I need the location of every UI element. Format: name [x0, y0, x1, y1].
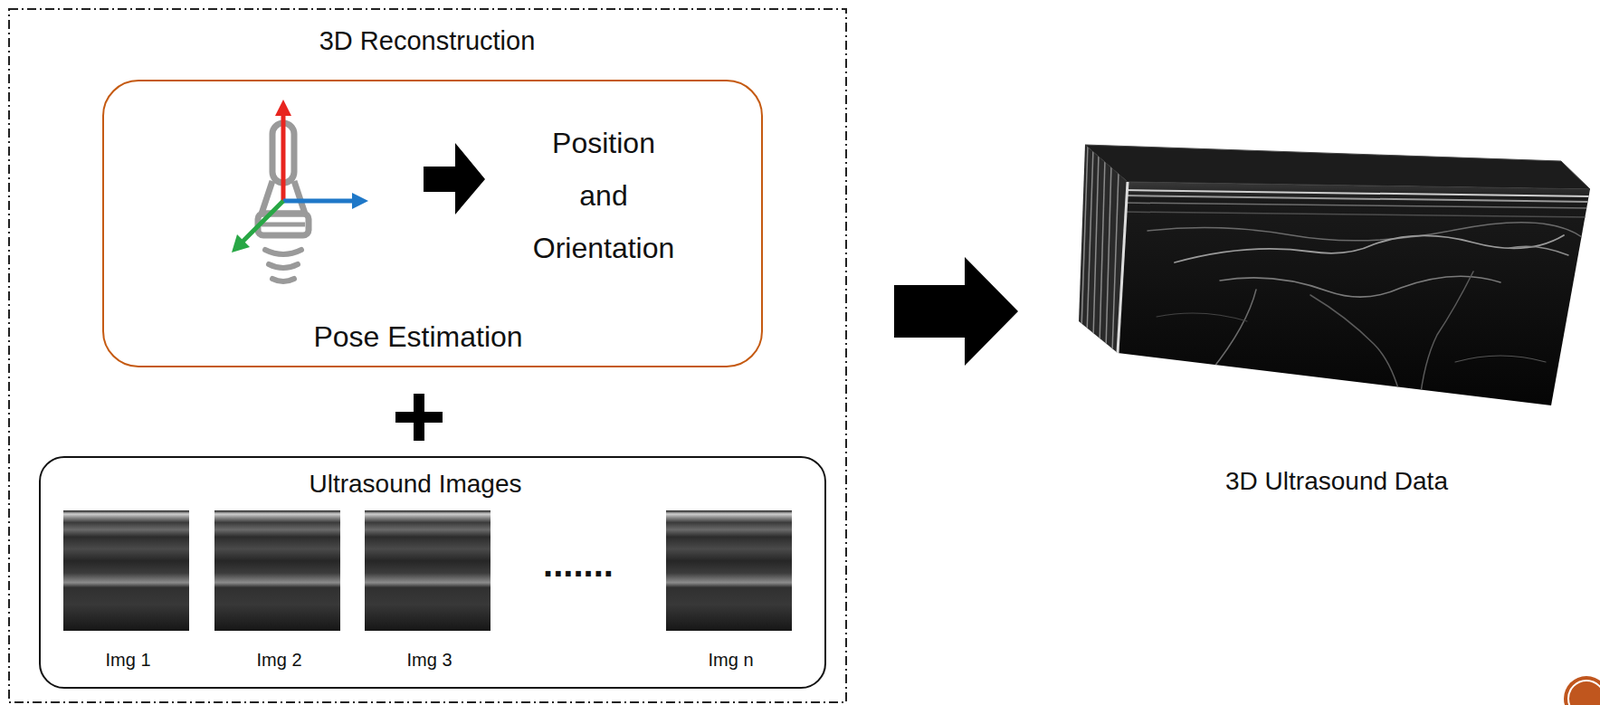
- output-caption: 3D Ultrasound Data: [1155, 466, 1518, 497]
- page-marker: [1563, 676, 1600, 705]
- volume-output: 3D Ultrasound Data: [1075, 135, 1596, 507]
- group-title: 3D Reconstruction: [200, 25, 654, 57]
- dashed-frame: [8, 8, 848, 704]
- image-frame: Img 3: [366, 512, 493, 674]
- image-caption: Img 3: [366, 648, 493, 671]
- ellipsis-label: .......: [505, 545, 651, 582]
- ultrasound-volume: [1078, 144, 1591, 408]
- image-caption: Img 2: [216, 648, 343, 671]
- block-arrow: [894, 257, 1019, 366]
- group-title: Ultrasound Images: [234, 468, 597, 500]
- image-caption: Img n: [667, 648, 794, 671]
- frame-outline: [9, 9, 847, 703]
- probe-icon: [231, 99, 486, 282]
- image-frame: Img n: [667, 512, 794, 674]
- group-frame: 3D ReconstructionPosition and Orientatio…: [8, 8, 848, 704]
- process-box: Position and OrientationPose Estimation: [102, 79, 763, 368]
- image-caption: Img 1: [65, 648, 191, 671]
- image-frame: Img 2: [216, 512, 343, 674]
- ultrasound-thumbnails: [63, 510, 792, 631]
- image-frame: Img 1: [65, 512, 191, 674]
- plus-symbol: [395, 393, 443, 441]
- output-text: Position and Orientation: [526, 116, 681, 275]
- box-title: Pose Estimation: [237, 318, 600, 355]
- image-group-box: Ultrasound ImagesImg 1 Img 2 Img 3 Img n...…: [38, 456, 827, 689]
